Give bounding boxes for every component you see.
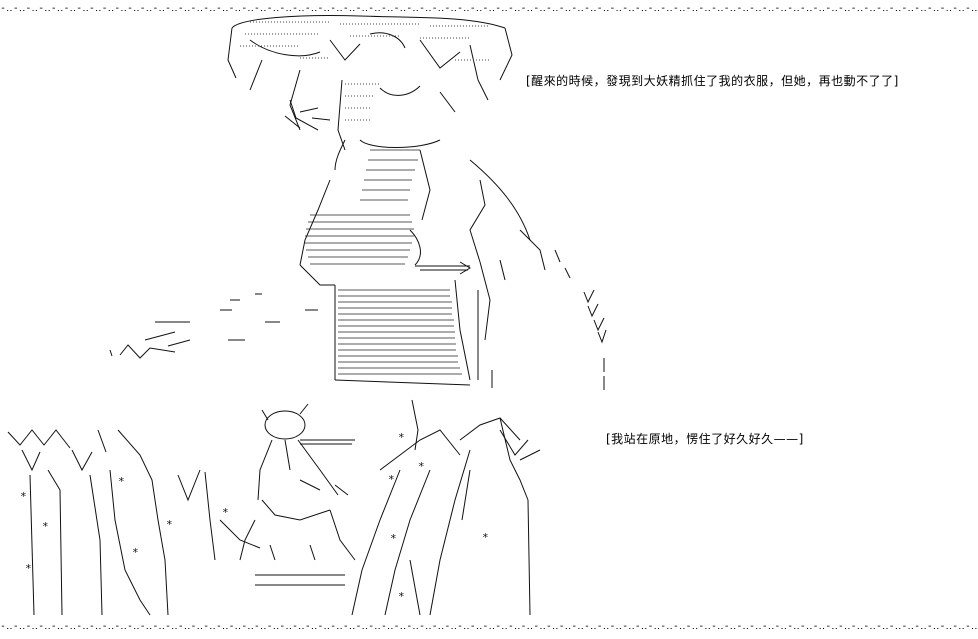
joined-hands bbox=[415, 261, 471, 275]
svg-text:*: * bbox=[398, 431, 405, 444]
svg-text:*: * bbox=[132, 546, 139, 559]
bottom-panel-caption: [我站在原地，愣住了好久好久——] bbox=[606, 432, 804, 446]
svg-text:*: * bbox=[398, 590, 405, 603]
sparkles: * * * * * * * * * * * * * bbox=[20, 431, 489, 603]
small-figure bbox=[239, 403, 356, 586]
dress-hatching bbox=[305, 149, 462, 375]
right-falling-strokes bbox=[491, 249, 607, 390]
svg-text:*: * bbox=[222, 506, 229, 519]
svg-text:*: * bbox=[482, 531, 489, 544]
top-border: -‥-‥-‥-‥-‥-‥-‥-‥-‥-‥-‥-‥-‥-‥-‥-‥-‥-‥-‥-‥… bbox=[0, 3, 978, 14]
hair-shading bbox=[240, 21, 490, 121]
svg-text:*: * bbox=[166, 518, 173, 531]
svg-text:*: * bbox=[42, 520, 49, 533]
hair-mass bbox=[227, 15, 513, 151]
bottom-border: -‥-‥-‥-‥-‥-‥-‥-‥-‥-‥-‥-‥-‥-‥-‥-‥-‥-‥-‥-‥… bbox=[0, 621, 978, 632]
svg-text:*: * bbox=[390, 532, 397, 545]
svg-text:*: * bbox=[25, 562, 32, 575]
svg-text:*: * bbox=[388, 473, 395, 486]
top-panel-caption: [醒來的時候，發現到大妖精抓住了我的衣服，但她，再也動不了了] bbox=[526, 74, 899, 88]
svg-text:*: * bbox=[118, 475, 125, 488]
forest-right bbox=[351, 399, 541, 616]
forest-left bbox=[7, 429, 261, 616]
svg-text:*: * bbox=[20, 490, 27, 503]
left-motion-strokes bbox=[109, 293, 318, 359]
svg-text:*: * bbox=[418, 460, 425, 473]
face-outline bbox=[284, 99, 331, 131]
body-outline bbox=[299, 139, 546, 386]
